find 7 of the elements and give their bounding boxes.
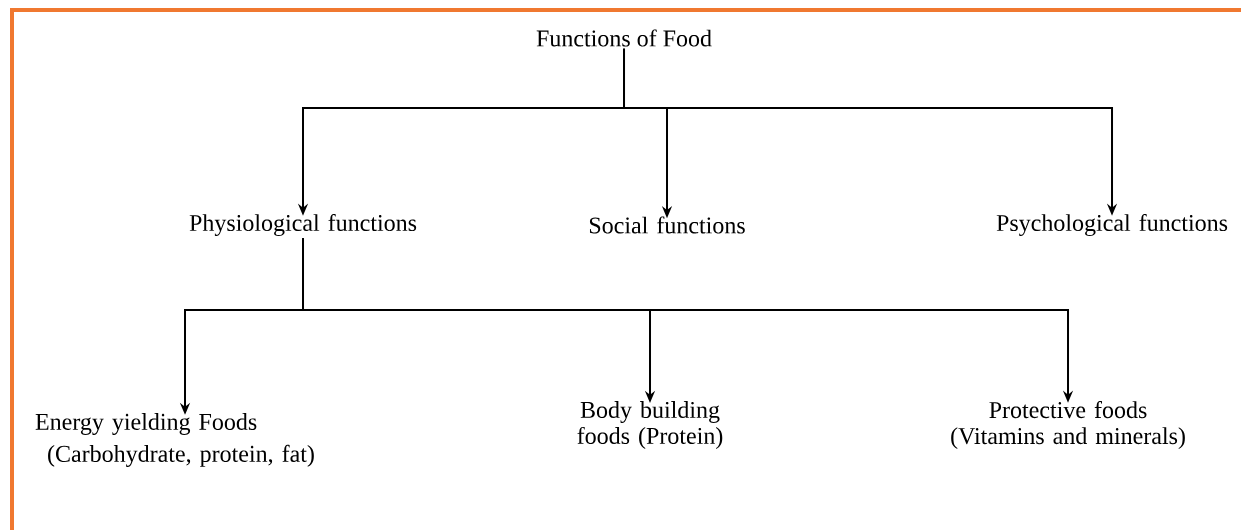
node-label: Energy yielding Foods (Carbohydrate, protein, fat) <box>35 413 314 467</box>
node-label: Functions of Food <box>536 29 712 47</box>
node-label: Psychological functions <box>996 213 1228 237</box>
node-label: Body building foods (Protein) <box>577 401 723 449</box>
node-label: Protective foods (Vitamins and minerals) <box>951 401 1185 449</box>
node-label: Social functions <box>589 216 745 234</box>
node-label: Physiological functions <box>189 213 417 237</box>
